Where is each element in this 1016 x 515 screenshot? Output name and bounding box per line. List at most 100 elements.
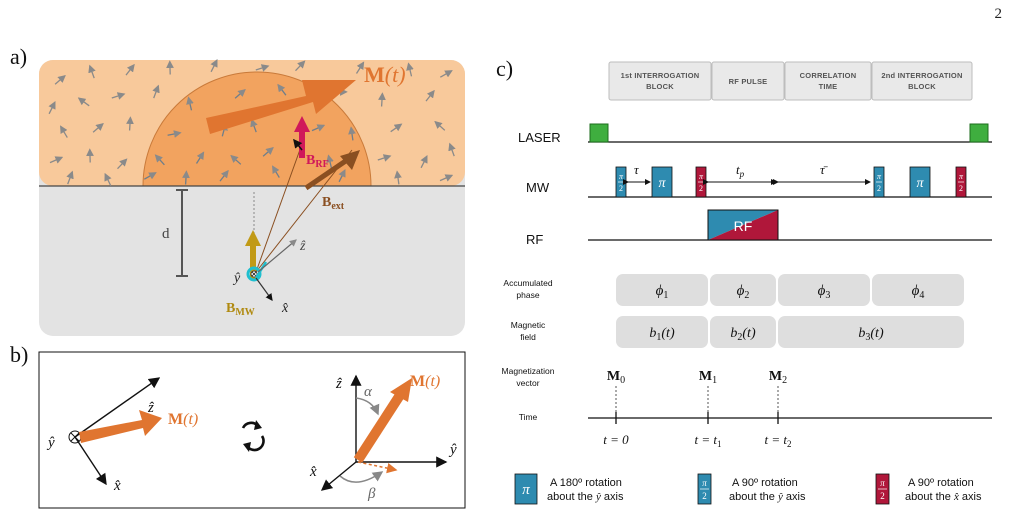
m-label-b-right: M(t) xyxy=(410,373,440,390)
spin-arrow xyxy=(406,62,414,77)
spin-arrow xyxy=(394,170,402,185)
axis-y-label-a: ŷ xyxy=(232,271,241,286)
legend-half-den: 2 xyxy=(880,491,885,501)
spin-arrow xyxy=(49,156,64,164)
spin-arrow xyxy=(77,97,90,107)
magnetization-line2: vector xyxy=(516,378,539,388)
spin-arrow xyxy=(355,61,365,74)
b-rf-arrow xyxy=(299,130,305,158)
panel-label-b: b) xyxy=(10,342,29,367)
spin-arrow xyxy=(434,120,446,131)
legend-pi-symbol: π xyxy=(522,482,530,498)
mw-pulse-5 xyxy=(909,166,931,198)
x-axis-arrow-a xyxy=(255,277,273,301)
legend-half-den: 2 xyxy=(702,491,707,501)
panel-label-c: c) xyxy=(496,56,514,81)
axis-x-label-a: x̂ xyxy=(281,301,289,316)
b-mw-label: BMW xyxy=(226,301,255,318)
magnetization-vector-label: M0 xyxy=(607,369,625,386)
field-cell-label: b2(t) xyxy=(730,326,756,343)
field-cell-2 xyxy=(710,316,776,348)
legend-line1: A 180º rotation xyxy=(550,477,622,489)
acc-phase-line1: Accumulated xyxy=(503,278,552,288)
time-tick-label: t = 0 xyxy=(603,432,629,447)
phase-cell-label: ϕ4 xyxy=(912,283,925,301)
b-ext-arrow xyxy=(304,155,352,191)
acc-phase-line2: phase xyxy=(516,290,539,300)
spin-arrow xyxy=(377,154,392,162)
phase-cell-label: ϕ3 xyxy=(818,283,831,301)
field-cell-label: b3(t) xyxy=(858,326,884,343)
field-cell-label: b1(t) xyxy=(649,326,675,343)
spin-arrow xyxy=(378,92,386,107)
spin-arrow xyxy=(234,88,246,99)
b-rf-label: BRF xyxy=(306,153,329,170)
alpha-arc xyxy=(355,397,380,416)
row-label-laser: LASER xyxy=(518,130,561,145)
x-axis-arrow-b-right xyxy=(320,461,357,491)
mw-pulse-2 xyxy=(651,166,673,198)
spin-arrow xyxy=(277,83,287,96)
spin-arrow xyxy=(295,60,306,72)
spin-arrow xyxy=(326,154,334,169)
spin-arrow xyxy=(92,122,104,133)
magnetization-vector-label: M1 xyxy=(699,369,717,386)
block-2nd-interrogation xyxy=(871,61,973,101)
spin-arrow xyxy=(48,101,56,115)
legend-line1: A 90º rotation xyxy=(732,477,798,489)
spin-arrow xyxy=(88,64,96,79)
time-tick-label: t = t2 xyxy=(765,432,792,449)
b-ext-label: Bext xyxy=(322,195,345,212)
spin-arrow xyxy=(126,116,134,131)
tp-label: tp xyxy=(736,162,745,179)
magnetization-arrow-b-right xyxy=(353,389,407,463)
axis-y-label-b-right: ŷ xyxy=(448,442,457,458)
m-label-a: M(t) xyxy=(364,62,406,87)
spin-arrow xyxy=(448,142,456,157)
spin-arrow xyxy=(125,63,135,76)
legend-half-num: π xyxy=(702,478,707,488)
rf-pulse xyxy=(707,209,779,241)
mw-pulse-half-num: π xyxy=(699,172,704,181)
phase-cell-2 xyxy=(710,274,776,306)
magnetization-line1: Magnetization xyxy=(502,366,555,376)
x-axis-arrow-b-left xyxy=(74,436,107,486)
z-axis-arrow-a xyxy=(257,239,297,273)
spin-arrow xyxy=(230,154,242,165)
spin-arrow xyxy=(195,151,205,164)
rf-pulse-label: RF xyxy=(734,218,753,234)
spin-arrow xyxy=(250,118,258,133)
block-4-line2: BLOCK xyxy=(908,82,936,91)
spin-arrow xyxy=(154,154,165,166)
laser-pulse-1 xyxy=(589,123,609,143)
spin-arrow xyxy=(420,155,428,169)
spin-arrow xyxy=(425,89,435,102)
mw-pulse-half-den: 2 xyxy=(699,184,703,193)
axis-x-label-b-left: x̂ xyxy=(113,478,121,494)
spin-arrow xyxy=(210,59,218,73)
magnetization-arrow-b-left xyxy=(79,410,162,443)
panel-label-a: a) xyxy=(10,44,28,69)
spin-arrow xyxy=(311,124,326,132)
legend-line2: about the x̂ axis xyxy=(905,491,982,503)
block-correlation-time xyxy=(784,61,872,101)
spin-arrow xyxy=(348,126,356,141)
tau-label: τ xyxy=(634,162,640,177)
legend-line2: about the ŷ axis xyxy=(547,491,624,503)
panel-a: M(t) d BRF Bext BMW ẑ ŷ x̂ xyxy=(39,59,465,336)
spin-arrow xyxy=(439,70,453,78)
nv-center xyxy=(246,266,262,282)
spin-arrow xyxy=(143,172,157,180)
spin-arrow xyxy=(262,146,274,157)
spin-arrow xyxy=(272,165,280,178)
field-cell-1 xyxy=(616,316,708,348)
mag-field-line1: Magnetic xyxy=(511,320,546,330)
phase-cell-3 xyxy=(778,274,870,306)
legend: π A 180º rotation about the ŷ axis π 2 A 90º … xyxy=(514,473,982,505)
m-label-b-left: M(t) xyxy=(168,411,198,428)
spin-arrow xyxy=(66,170,74,185)
time-tick-label: t = t1 xyxy=(695,432,722,449)
d-label: d xyxy=(162,226,170,242)
